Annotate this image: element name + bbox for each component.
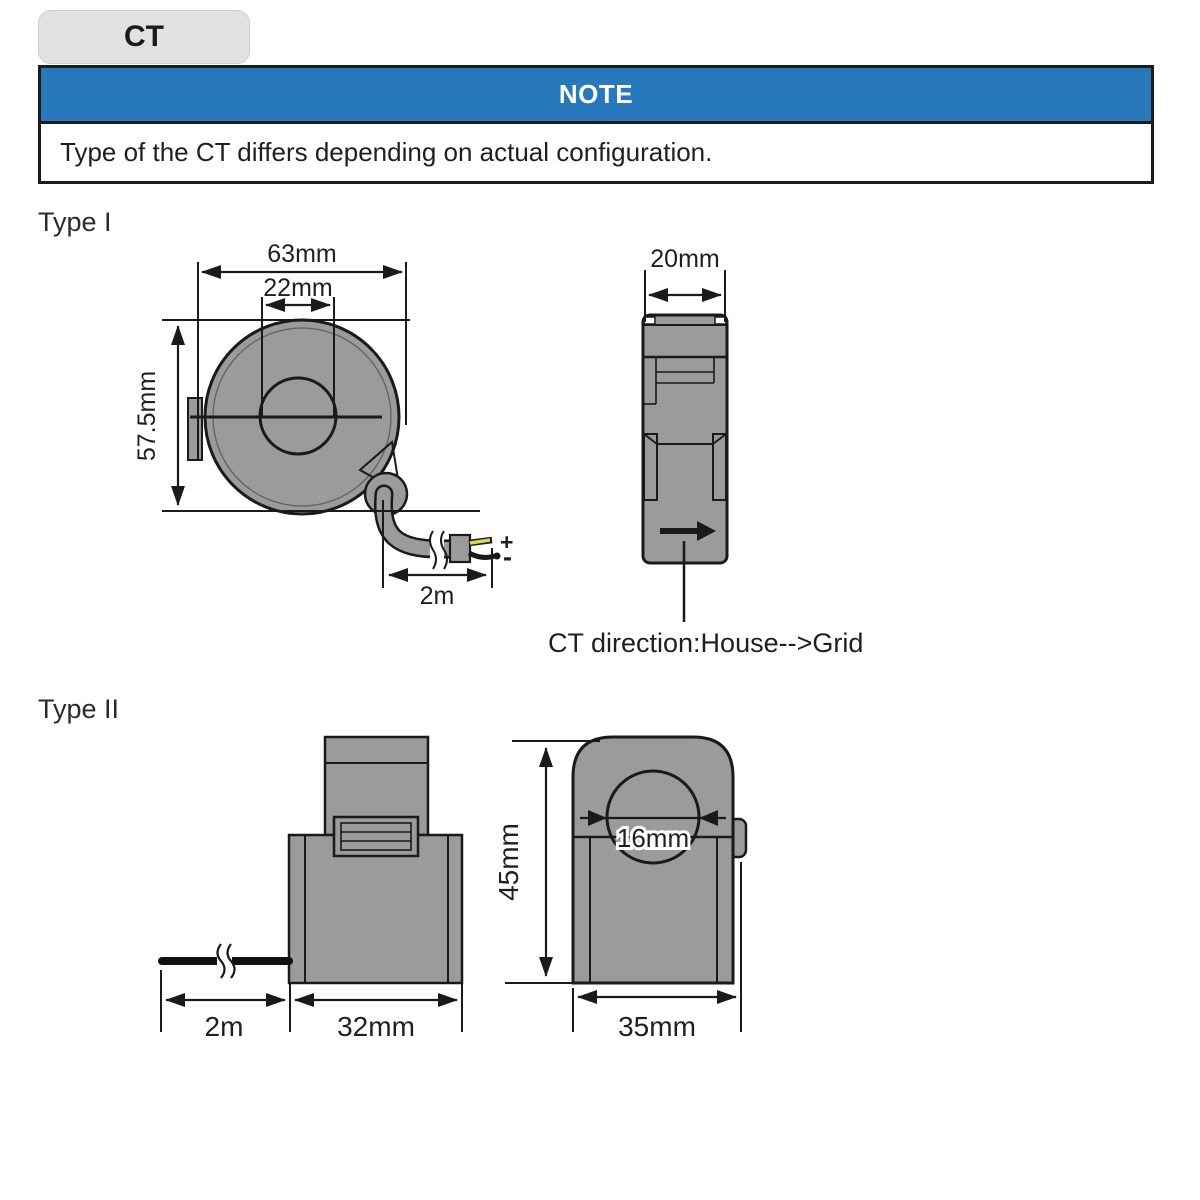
plus-label: + (500, 529, 513, 555)
type1-side-view: 20mm CT direction:House-->Grid (548, 245, 863, 658)
clamp-latch-inner (340, 822, 412, 851)
dim-label-hole: 16mm (617, 823, 689, 853)
minus-label: - (503, 542, 512, 572)
section-tab-label: CT (124, 20, 164, 53)
cable-connector (448, 533, 472, 564)
note-body: Type of the CT differs depending on actu… (41, 124, 1151, 181)
type1-front-extension-lines (162, 262, 493, 588)
type2-side-extension-lines (160, 970, 463, 1032)
cable-break-wave-2 (440, 530, 448, 570)
plus-wire (469, 538, 491, 545)
type2-front-extension-lines (505, 740, 742, 1032)
hole-dim-arrows (580, 810, 726, 826)
type1-front-view: + - 63mm (133, 240, 513, 610)
note-header-label: NOTE (558, 79, 634, 109)
note-box: NOTE Type of the CT differs depending on… (38, 65, 1154, 184)
section-tab-ct: CT (38, 10, 250, 64)
clamp-front-body (571, 735, 735, 985)
cable-break-wave-1 (216, 943, 226, 979)
dim-label-height: 45mm (493, 823, 524, 901)
dim-label-cable-length: 2m (420, 582, 455, 610)
dim-label-depth: 20mm (650, 245, 719, 273)
cable-break-wave-2 (226, 943, 236, 979)
profile-clip-slot-left (643, 433, 658, 501)
type2-front-view: 16mm 45mm 35mm (493, 735, 748, 1042)
clamp-body (287, 833, 464, 985)
ct-direction-note: CT direction:House-->Grid (548, 628, 863, 658)
minus-wire-tip (493, 552, 501, 560)
ring-left-latch-tab (187, 397, 203, 461)
profile-detail-lines (643, 324, 727, 405)
type2-side-view: 2m 32mm (158, 735, 464, 1042)
note-header: NOTE (41, 68, 1151, 124)
profile-body (641, 313, 729, 565)
cable-break-wave-1 (429, 530, 437, 570)
type2-heading: Type II (38, 694, 120, 724)
dim-label-height: 57.5mm (133, 371, 161, 461)
profile-web-lines (643, 433, 727, 445)
dim-label-hole-width: 22mm (263, 274, 332, 302)
dim-label-body-width: 32mm (337, 1011, 415, 1042)
note-body-text: Type of the CT differs depending on actu… (60, 137, 713, 167)
profile-clip-slot-right (712, 433, 727, 501)
type1-drawing: + - 63mm (133, 240, 863, 658)
type1-heading: Type I (38, 207, 112, 237)
type2-drawing: 2m 32mm 16mm (158, 735, 748, 1042)
type1-front-dimension-arrows (171, 265, 487, 582)
dim-label-outer-width: 63mm (267, 240, 336, 268)
dim-label-front-width: 35mm (618, 1011, 696, 1042)
dim-label-cable-length: 2m (205, 1011, 244, 1042)
direction-arrow-icon (660, 521, 716, 541)
